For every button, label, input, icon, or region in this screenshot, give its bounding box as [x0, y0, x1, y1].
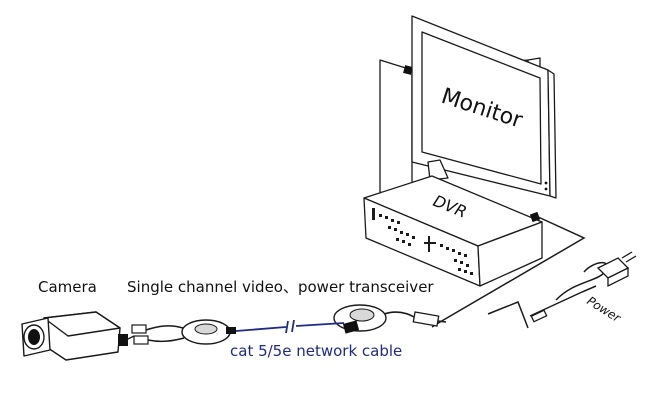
power-label: Power	[584, 294, 623, 326]
network-cable	[235, 319, 345, 334]
transceiver-icon	[333, 304, 447, 334]
cable-label: cat 5/5e network cable	[230, 342, 402, 360]
transceiver-icon	[131, 319, 236, 345]
camera-icon	[21, 311, 135, 361]
dvr-icon	[363, 175, 543, 287]
monitor-icon	[379, 15, 557, 206]
power-adapter-icon	[530, 251, 637, 323]
camera-label: Camera	[38, 278, 97, 296]
transceiver-label: Single channel video、power transceiver	[127, 278, 434, 296]
